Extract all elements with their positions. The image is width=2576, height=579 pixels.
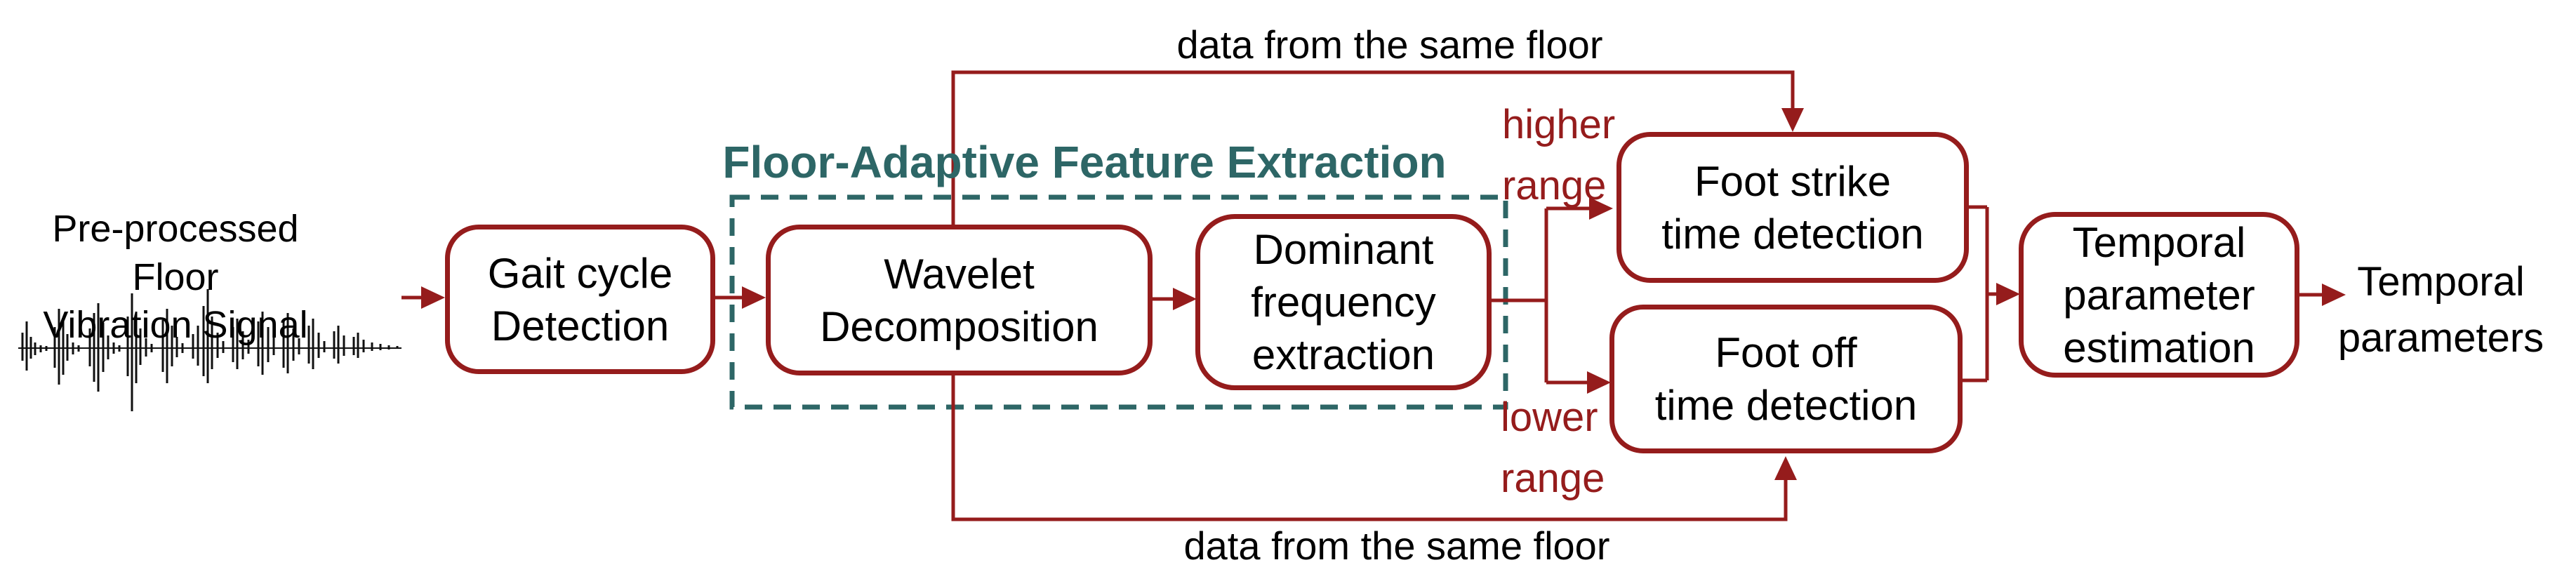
connector-same-floor-bottom (951, 375, 1797, 521)
foot-strike-detection-box: Foot strike time detection (1616, 132, 1969, 283)
connector-detectors-to-temporal (1963, 205, 2020, 382)
dominant-frequency-extraction-box: Dominant frequency extraction (1195, 214, 1492, 390)
foot-off-detection-box: Foot off time detection (1609, 305, 1963, 453)
gait-cycle-detection-box: Gait cycle Detection (445, 225, 715, 374)
wavelet-decomposition-box: Wavelet Decomposition (766, 225, 1153, 375)
arrow-temporal-to-output (2299, 284, 2346, 306)
temporal-parameter-estimation-label: Temporal parameter estimation (2063, 218, 2255, 371)
higher-range-label: higher range (1502, 102, 1616, 208)
temporal-parameters-label: Temporal parameters (2337, 259, 2544, 361)
arrow-gait-to-wavelet (715, 286, 766, 309)
dominant-frequency-extraction-label: Dominant frequency extraction (1251, 226, 1436, 378)
connector-dominant-to-detectors (1492, 197, 1613, 394)
annotation-data-same-floor-top: data from the same floor (1176, 22, 1603, 67)
connector-same-floor-top (951, 70, 1804, 225)
input-signal-label: Pre-processed Floor Vibration Signal (43, 208, 308, 347)
feature-extraction-title: Floor-Adaptive Feature Extraction (722, 137, 1447, 187)
foot-off-detection-label: Foot off time detection (1654, 329, 1918, 429)
wavelet-decomposition-label: Wavelet Decomposition (820, 250, 1098, 350)
arrow-input-to-gait (401, 286, 445, 309)
annotation-data-same-floor-bottom: data from the same floor (1183, 524, 1610, 568)
gait-cycle-detection-label: Gait cycle Detection (487, 249, 673, 350)
lower-range-label: lower range (1501, 394, 1605, 501)
temporal-parameter-estimation-box: Temporal parameter estimation (2019, 212, 2299, 378)
vibration-waveform (18, 289, 401, 411)
arrow-wavelet-to-dominant (1153, 288, 1197, 310)
foot-strike-detection-label: Foot strike time detection (1661, 157, 1924, 258)
